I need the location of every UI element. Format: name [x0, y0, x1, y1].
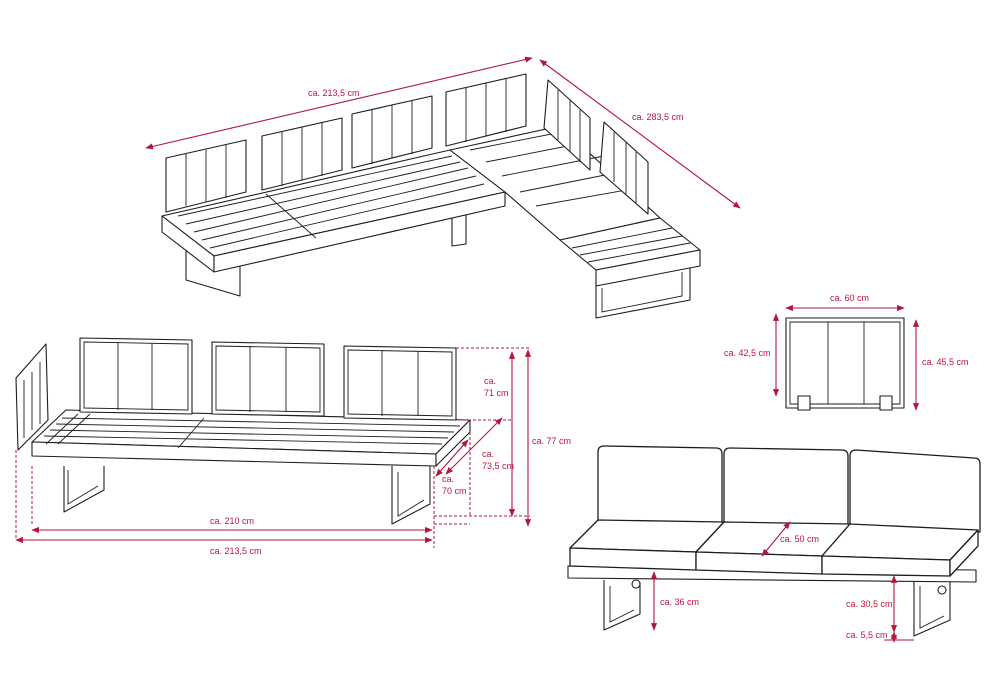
backrest-width-label: ca. 60 cm: [830, 293, 869, 303]
seat-height-label: ca. 36 cm: [660, 597, 699, 607]
cushion-depth-label: ca. 50 cm: [780, 534, 819, 544]
sofa-total-height-label: ca. 77 cm: [532, 436, 571, 446]
backrest-height-inner-label: ca. 42,5 cm: [724, 348, 771, 358]
sofa-depth-inner-label-1: ca.: [442, 474, 454, 484]
backrest-height-outer-label: ca. 45,5 cm: [922, 357, 969, 367]
corner-top-width-line: [145, 56, 533, 150]
sofa-depth-outer-label-1: ca.: [482, 449, 494, 459]
corner-diag-length-line: [539, 59, 741, 209]
corner-top-width-label: ca. 213,5 cm: [308, 88, 360, 98]
cushion-depth-line: [761, 521, 791, 557]
backrest-illustration: [785, 317, 905, 411]
cushioned-sofa-illustration: [567, 445, 981, 637]
frame-height-label: ca. 30,5 cm: [846, 599, 893, 609]
sofa-width-inner-label: ca. 210 cm: [210, 516, 254, 526]
sofa-width-outer-label: ca. 213,5 cm: [210, 546, 262, 556]
sofa-back-height-label-1: ca.: [484, 376, 496, 386]
sofa-back-height-label-2: 71 cm: [484, 388, 509, 398]
sofa-depth-outer-label-2: 73,5 cm: [482, 461, 514, 471]
corner-diag-length-label: ca. 283,5 cm: [632, 112, 684, 122]
foot-height-label: ca. 5,5 cm: [846, 630, 888, 640]
sofa-depth-inner-line: [435, 439, 469, 477]
corner-sofa-illustration: [161, 73, 701, 319]
slatted-sofa-illustration: [15, 337, 471, 525]
sofa-depth-inner-label-2: 70 cm: [442, 486, 467, 496]
